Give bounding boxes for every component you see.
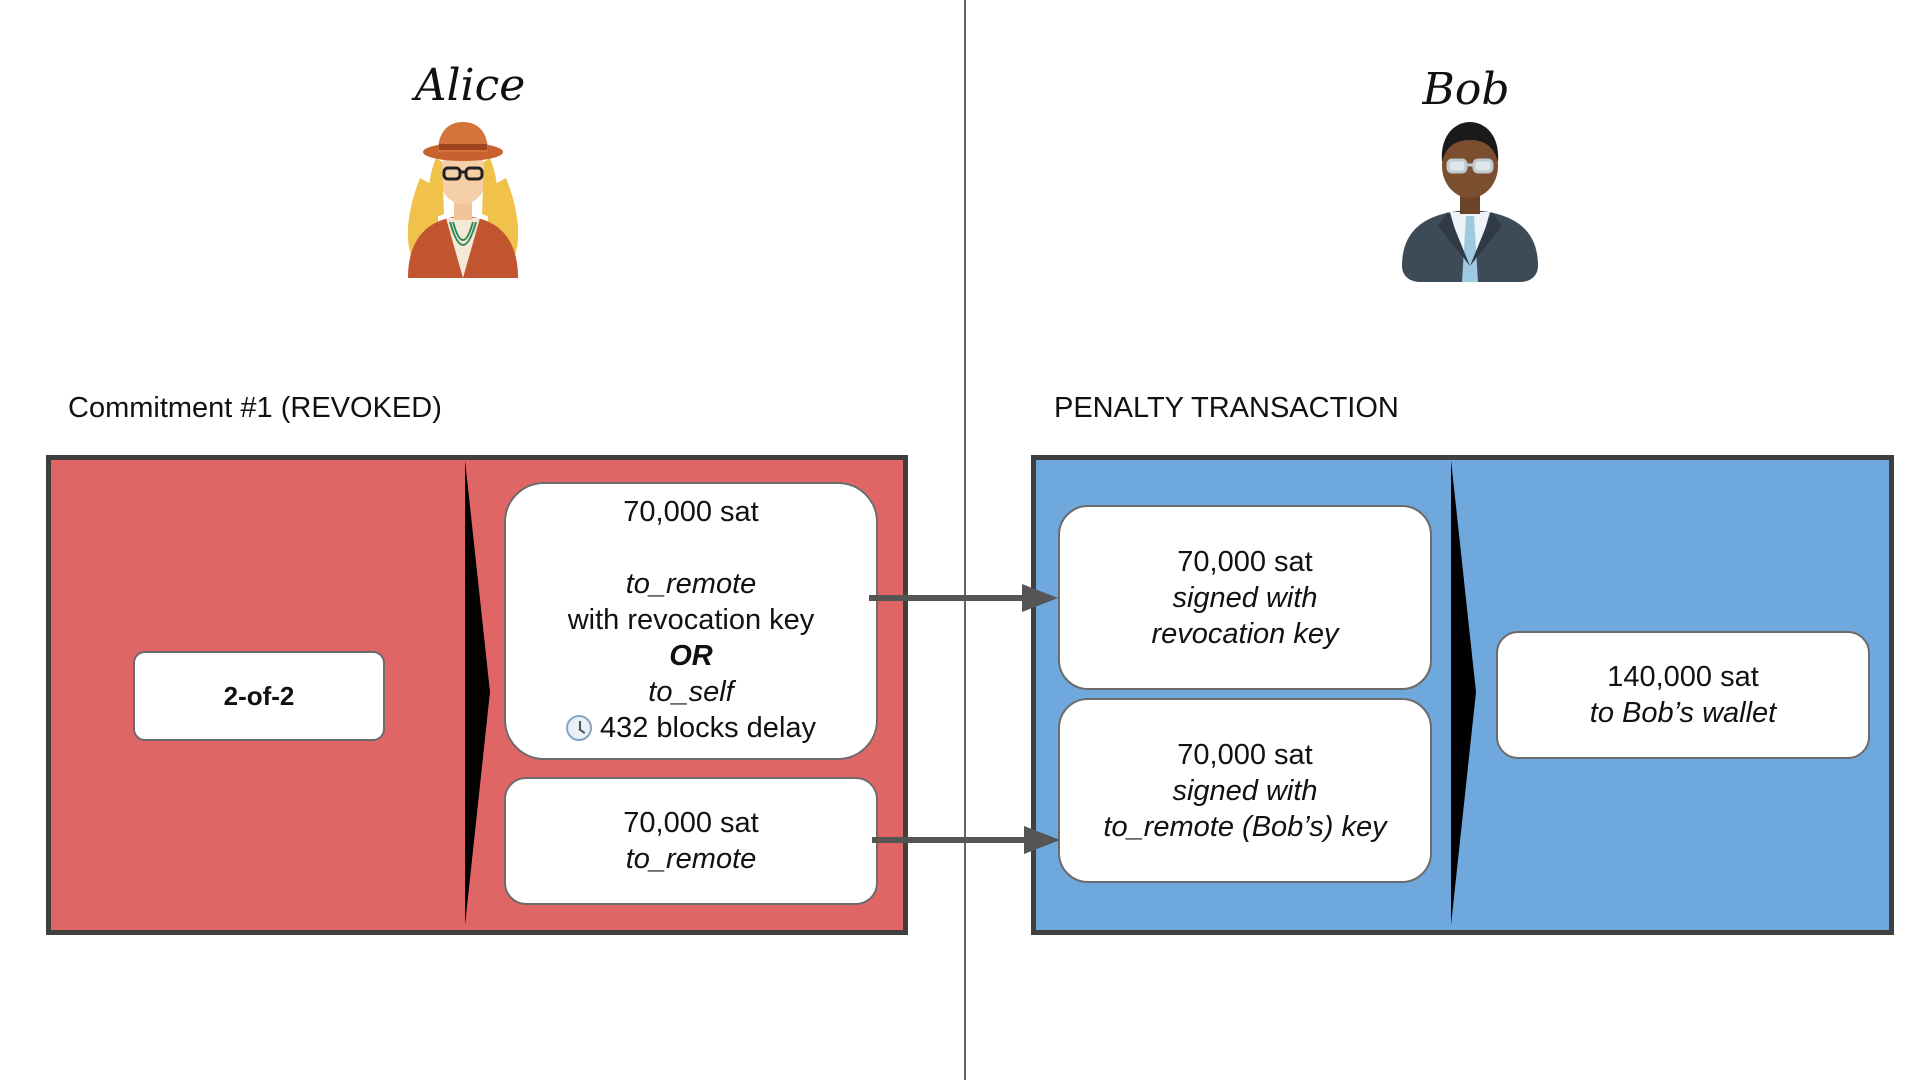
delay-row: 432 blocks delay	[565, 710, 817, 746]
commitment-input-output-separator	[465, 460, 490, 925]
output-line: to_self	[648, 676, 734, 708]
penalty-input-revocation-card: 70,000 sat signed with revocation key	[1058, 505, 1432, 690]
penalty-input-to-remote-card: 70,000 sat signed with to_remote (Bob’s)…	[1058, 698, 1432, 883]
bob-name: Bob	[1422, 64, 1510, 115]
arrow-to-remote-output	[872, 826, 1060, 854]
output-line: to_remote	[625, 843, 757, 875]
funding-input-label: 2-of-2	[223, 681, 295, 711]
delay-label: 432 blocks delay	[599, 712, 817, 744]
input-line: signed with	[1172, 581, 1318, 614]
output-line: to Bob’s wallet	[1589, 697, 1777, 729]
output-amount: 70,000 sat	[623, 807, 759, 839]
penalty-input-output-separator	[1451, 460, 1476, 925]
funding-input-card: 2-of-2	[133, 651, 385, 741]
or-label: OR	[669, 640, 713, 672]
alice-avatar-icon	[407, 122, 519, 278]
clock-icon	[565, 715, 592, 741]
output-line: to_remote	[625, 568, 757, 600]
input-amount: 70,000 sat	[1177, 738, 1313, 771]
input-line: to_remote (Bob’s) key	[1103, 810, 1387, 843]
input-line: revocation key	[1151, 617, 1339, 650]
output-amount: 70,000 sat	[623, 496, 759, 528]
output-line: with revocation key	[567, 604, 815, 636]
arrow-to-remote-revocation	[869, 584, 1058, 612]
input-amount: 70,000 sat	[1177, 545, 1313, 578]
penalty-title: PENALTY TRANSACTION	[1054, 392, 1399, 424]
alice-name: Alice	[414, 60, 526, 111]
bob-avatar-icon	[1402, 122, 1538, 282]
commitment-output-to-remote-card: 70,000 sat to_remote	[504, 777, 878, 905]
penalty-output-card: 140,000 sat to Bob’s wallet	[1496, 631, 1870, 759]
input-line: signed with	[1172, 774, 1318, 807]
party-divider	[964, 0, 966, 1080]
commitment-title: Commitment #1 (REVOKED)	[68, 392, 442, 424]
output-amount: 140,000 sat	[1607, 661, 1759, 693]
commitment-output-to-local-card: 70,000 sat to_remote with revocation key…	[504, 482, 878, 760]
